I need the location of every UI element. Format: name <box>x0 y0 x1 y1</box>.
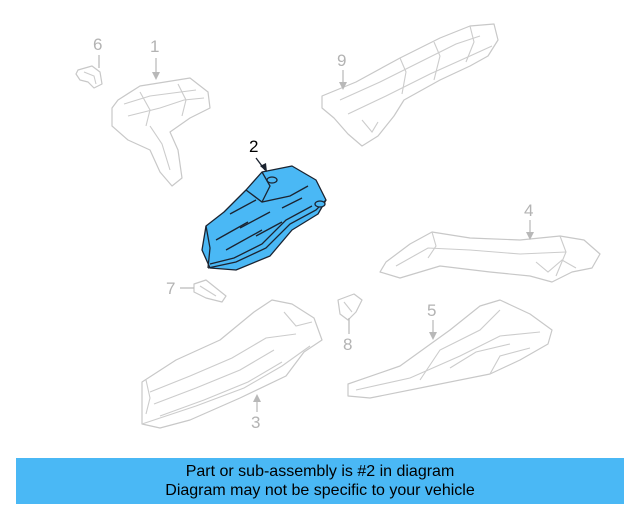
part-3[interactable] <box>141 299 323 429</box>
callout-7[interactable]: 7 <box>166 279 175 298</box>
part-1[interactable] <box>111 77 211 187</box>
callout-6[interactable]: 6 <box>93 35 102 54</box>
part-8[interactable] <box>337 293 363 321</box>
part-9[interactable] <box>321 23 499 147</box>
part-7[interactable] <box>193 279 227 303</box>
callout-9[interactable]: 9 <box>337 51 346 70</box>
callout-8[interactable]: 8 <box>343 335 352 354</box>
caption-banner: Part or sub-assembly is #2 in diagram Di… <box>16 458 624 504</box>
callout-1[interactable]: 1 <box>150 37 159 56</box>
callout-5[interactable]: 5 <box>427 301 436 320</box>
callout-2[interactable]: 2 <box>249 137 258 156</box>
part-2-highlighted[interactable] <box>201 165 327 271</box>
callout-3[interactable]: 3 <box>251 413 260 432</box>
parts-diagram: 6 1 9 2 <box>75 23 601 432</box>
part-4[interactable] <box>379 231 601 283</box>
callout-4[interactable]: 4 <box>524 201 533 220</box>
part-6[interactable] <box>75 65 103 89</box>
caption-line-1: Part or sub-assembly is #2 in diagram <box>185 463 455 480</box>
part-5[interactable] <box>347 299 553 399</box>
caption-line-2: Diagram may not be specific to your vehi… <box>165 482 475 499</box>
